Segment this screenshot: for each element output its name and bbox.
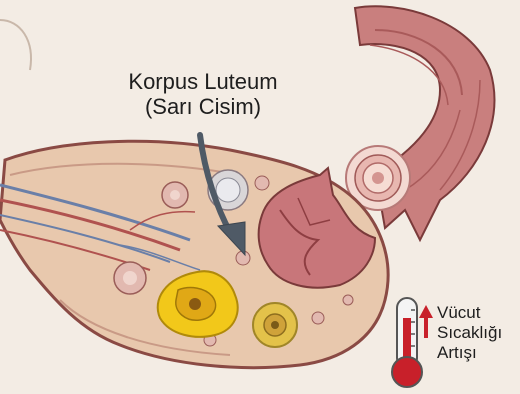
temp-label-line3: Artışı (437, 343, 520, 363)
corpus-albicans (253, 303, 297, 347)
temperature-label: Vücut Sıcaklığı Artışı (437, 303, 520, 363)
corpus-label-line2: (Sarı Cisim) (112, 95, 294, 120)
temp-label-line1: Vücut (437, 303, 520, 323)
corpus-luteum-label: Korpus Luteum (Sarı Cisim) (112, 70, 294, 119)
corpus-label-line1: Korpus Luteum (112, 70, 294, 95)
thermometer-icon (392, 298, 422, 387)
temp-label-line2: Sıcaklığı (437, 323, 520, 343)
edge-arc (0, 20, 31, 70)
arrow-up-icon (419, 305, 433, 338)
